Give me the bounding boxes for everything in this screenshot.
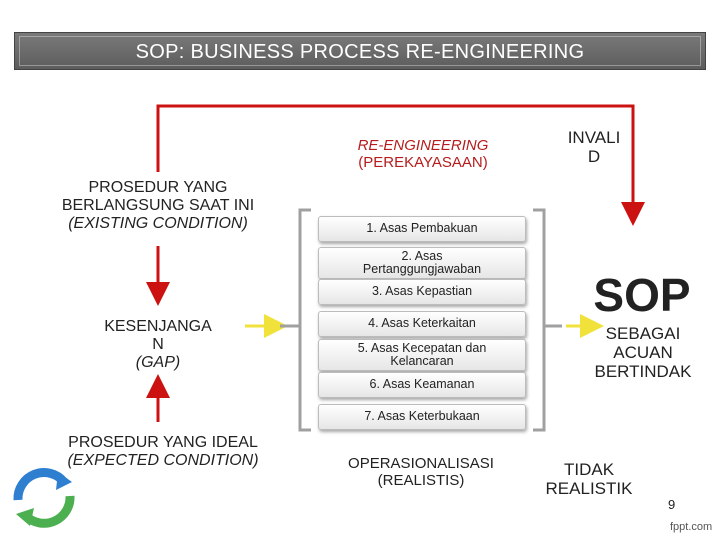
asas-box: 6. Asas Keamanan <box>318 372 526 398</box>
asas-box: 2. Asas Pertanggungjawaban <box>318 247 526 279</box>
invalid-line2: D <box>587 147 601 167</box>
reengineering-label: RE-ENGINEERING (PEREKAYASAAN) <box>318 137 528 172</box>
recycle-arrows-logo <box>13 468 75 528</box>
reengineering-line2: (PEREKAYASAAN) <box>358 153 488 171</box>
asas-box: 1. Asas Pembakuan <box>318 216 526 242</box>
operasional-line2: (REALISTIS) <box>377 471 465 489</box>
title-bar: SOP: BUSINESS PROCESS RE-ENGINEERING <box>14 32 706 70</box>
tidak-realistik-label: TIDAK REALISTIK <box>530 460 648 498</box>
asas-label: 6. Asas Keamanan <box>369 377 475 392</box>
gap-line3: (GAP) <box>135 353 181 371</box>
sop-line1: SEBAGAI <box>605 324 681 343</box>
sop-line3: BERTINDAK <box>594 362 692 382</box>
asas-box: 5. Asas Kecepatan dan Kelancaran <box>318 339 526 371</box>
asas-label: 2. Asas Pertanggungjawaban <box>362 248 482 276</box>
asas-box: 3. Asas Kepastian <box>318 279 526 305</box>
existing-line1: PROSEDUR YANG <box>88 179 228 196</box>
operasionalisasi-label: OPERASIONALISASI (REALISTIS) <box>316 455 526 490</box>
expected-line1: PROSEDUR YANG IDEAL <box>68 434 258 451</box>
asas-label: 4. Asas Keterkaitan <box>368 316 476 331</box>
invalid-line1: INVALI <box>567 128 621 147</box>
asas-label: 5. Asas Kecepatan dan Kelancaran <box>357 340 487 368</box>
existing-line2: BERLANGSUNG SAAT INI <box>61 196 255 214</box>
asas-box: 4. Asas Keterkaitan <box>318 311 526 337</box>
gap-line1: KESENJANGA <box>104 318 212 335</box>
tidak-line1: TIDAK <box>563 460 615 479</box>
asas-box: 7. Asas Keterbukaan <box>318 404 526 430</box>
existing-line3: (EXISTING CONDITION) <box>68 214 248 232</box>
expected-condition-label: PROSEDUR YANG IDEAL (EXPECTED CONDITION) <box>32 434 294 470</box>
page-number: 9 <box>668 497 676 512</box>
right-bracket <box>533 208 546 432</box>
sop-heading: SOP <box>593 269 691 321</box>
left-bracket <box>298 208 311 432</box>
sop-subtitle: SEBAGAI ACUAN BERTINDAK <box>574 324 712 381</box>
sop-line2: ACUAN <box>613 343 673 363</box>
operasional-line1: OPERASIONALISASI <box>348 455 494 472</box>
asas-label: 7. Asas Keterbukaan <box>364 409 480 424</box>
gap-line2: N <box>152 335 164 353</box>
asas-label: 1. Asas Pembakuan <box>366 221 478 236</box>
gap-label: KESENJANGA N (GAP) <box>70 318 246 372</box>
asas-label: 3. Asas Kepastian <box>371 284 473 299</box>
footer-brand: fppt.com <box>670 521 713 533</box>
tidak-line2: REALISTIK <box>545 479 633 499</box>
page-title: SOP: BUSINESS PROCESS RE-ENGINEERING <box>135 41 585 63</box>
reengineering-line1: RE-ENGINEERING <box>357 137 489 154</box>
existing-condition-label: PROSEDUR YANG BERLANGSUNG SAAT INI (EXIS… <box>22 179 294 233</box>
loop-arrow-invalid <box>156 104 645 226</box>
invalid-label: INVALI D <box>552 128 636 166</box>
expected-line2: (EXPECTED CONDITION) <box>67 451 259 469</box>
